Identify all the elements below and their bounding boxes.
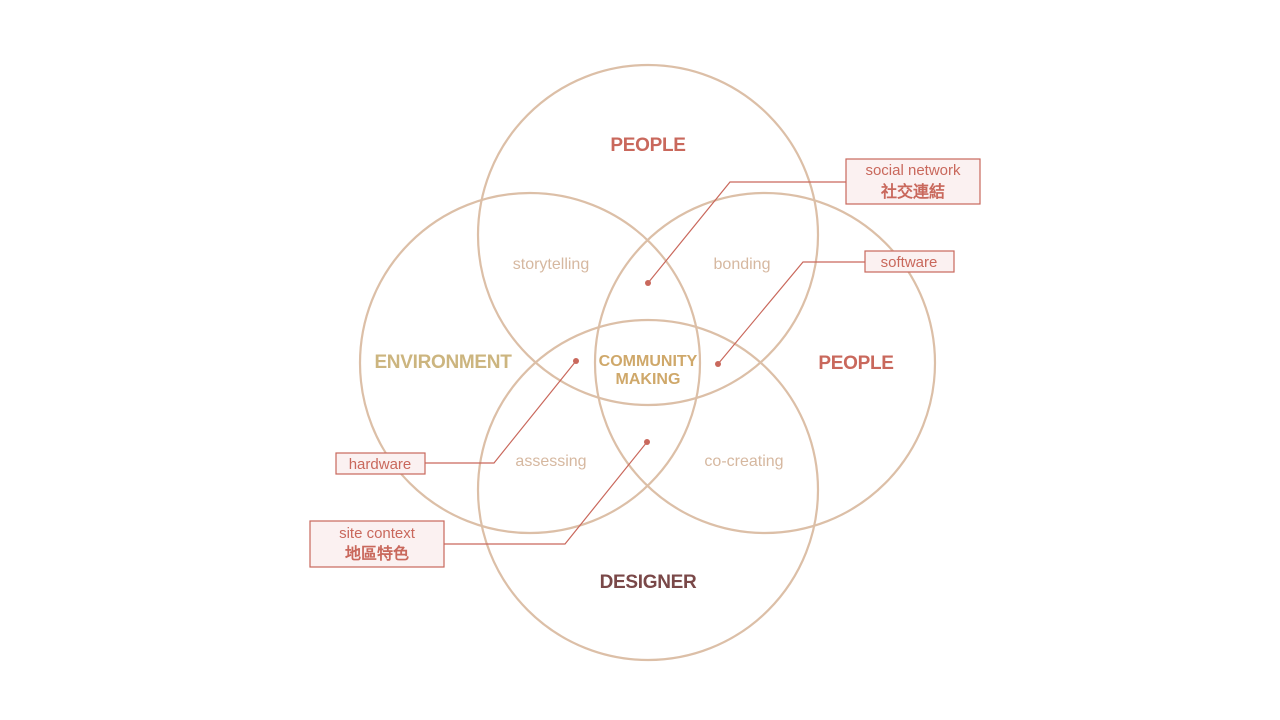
circle-environment-left	[358, 191, 702, 535]
leader-software	[717, 261, 865, 365]
title-designer: DESIGNER	[600, 572, 697, 593]
callout-software-en: software	[881, 254, 938, 271]
callout-site-context: site context 地區特色	[309, 520, 445, 568]
dot-software	[715, 361, 721, 367]
title-environment: ENVIRONMENT	[374, 352, 512, 373]
callout-social-network: social network 社交連結	[845, 158, 981, 205]
overlap-bonding: bonding	[714, 256, 771, 273]
leader-site-context	[444, 441, 648, 545]
callout-hardware-en: hardware	[349, 456, 412, 473]
callout-social-network-zh: 社交連結	[880, 182, 945, 201]
circles	[358, 63, 937, 662]
callout-box	[864, 250, 955, 273]
callout-dots	[573, 280, 721, 445]
callout-software: software	[864, 250, 955, 273]
overlap-storytelling: storytelling	[513, 256, 589, 273]
callout-box	[845, 158, 981, 205]
callout-social-network-en: social network	[865, 162, 961, 179]
dot-social-network	[645, 280, 651, 286]
dot-hardware	[573, 358, 579, 364]
leader-social-network	[647, 181, 846, 284]
circle-people-right	[593, 191, 937, 535]
callout-site-context-en: site context	[339, 525, 416, 542]
center-community: COMMUNITY	[599, 353, 698, 370]
title-people-top: PEOPLE	[610, 135, 685, 156]
leader-hardware	[425, 360, 577, 464]
center-making: MAKING	[616, 371, 681, 388]
circle-designer-bottom	[476, 318, 820, 662]
circle-people-top	[476, 63, 820, 407]
overlap-co-creating: co-creating	[704, 453, 783, 470]
callout-hardware: hardware	[335, 452, 426, 475]
callout-lines	[425, 181, 865, 545]
overlap-assessing: assessing	[515, 453, 586, 470]
callout-site-context-zh: 地區特色	[345, 544, 409, 563]
callout-box	[309, 520, 445, 568]
dot-site-context	[644, 439, 650, 445]
callout-box	[335, 452, 426, 475]
title-people-right: PEOPLE	[818, 353, 893, 374]
